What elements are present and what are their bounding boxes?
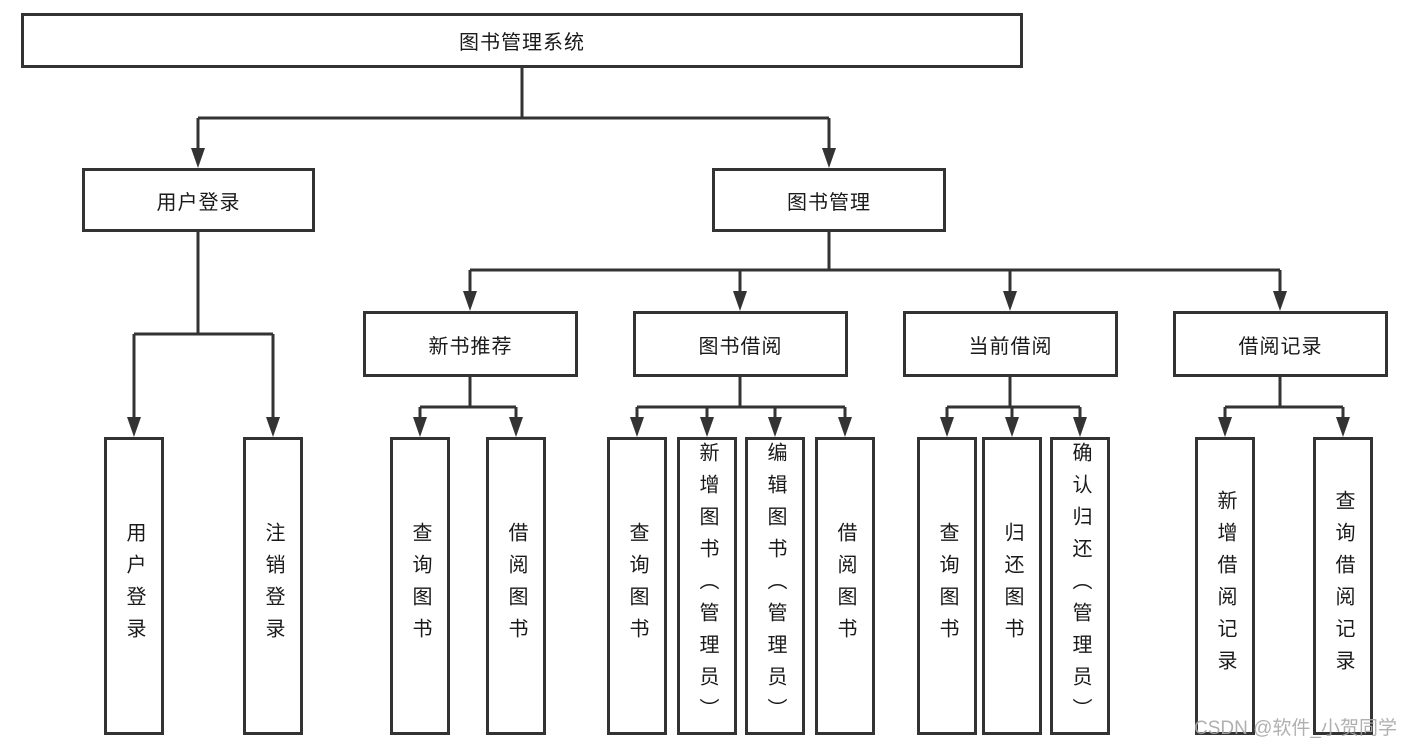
leaf-query-borrow-record: 查询借阅记录 [1313, 437, 1373, 735]
node-root-label: 图书管理系统 [459, 32, 585, 54]
node-new-book-recommend: 新书推荐 [363, 311, 578, 377]
node-book-management-label: 图书管理 [787, 191, 871, 214]
connector-book-borrow-children [630, 377, 852, 437]
leaf-add-borrow-record: 新增借阅记录 [1195, 437, 1255, 735]
connector-new-book-recommend-children [413, 377, 523, 437]
leaf-add-book-admin: 新增图书（管理员） [677, 437, 737, 735]
leaf-logout: 注销登录 [243, 437, 303, 735]
watermark: CSDN @软件_小贺同学 [1194, 718, 1397, 739]
leaf-query-books-current: 查询图书 [917, 437, 977, 735]
node-book-borrow: 图书借阅 [633, 311, 848, 377]
node-root: 图书管理系统 [21, 13, 1023, 68]
leaf-confirm-return-admin: 确认归还（管理员） [1050, 437, 1110, 735]
leaf-edit-book-admin: 编辑图书（管理员） [745, 437, 805, 735]
leaf-borrow-books-recommend-label: 借阅图书 [505, 522, 527, 650]
node-book-management: 图书管理 [712, 168, 946, 232]
leaf-user-login: 用户登录 [104, 437, 164, 735]
node-new-book-recommend-label: 新书推荐 [428, 335, 513, 358]
node-book-borrow-label: 图书借阅 [698, 335, 783, 358]
node-current-borrow-label: 当前借阅 [968, 335, 1053, 358]
leaf-logout-label: 注销登录 [262, 522, 284, 650]
connector-user-login-children [127, 232, 280, 437]
node-borrow-records: 借阅记录 [1173, 311, 1388, 377]
leaf-add-borrow-record-label: 新增借阅记录 [1214, 490, 1236, 682]
node-current-borrow: 当前借阅 [903, 311, 1118, 377]
leaf-user-login-label: 用户登录 [123, 522, 145, 650]
node-user-login: 用户登录 [82, 168, 315, 232]
node-borrow-records-label: 借阅记录 [1238, 335, 1323, 358]
leaf-query-books-borrow-label: 查询图书 [626, 522, 648, 650]
leaf-borrow-books-recommend: 借阅图书 [486, 437, 546, 735]
leaf-return-book: 归还图书 [982, 437, 1042, 735]
leaf-query-borrow-record-label: 查询借阅记录 [1332, 490, 1354, 682]
node-user-login-label: 用户登录 [156, 191, 241, 214]
leaf-query-books-current-label: 查询图书 [936, 522, 958, 650]
leaf-confirm-return-admin-label: 确认归还（管理员） [1069, 442, 1091, 730]
leaf-query-books-recommend-label: 查询图书 [409, 522, 431, 650]
leaf-add-book-admin-label: 新增图书（管理员） [696, 442, 718, 730]
connector-book-management-to-level3 [463, 232, 1287, 311]
connector-borrow-records-children [1218, 377, 1350, 437]
leaf-query-books-borrow: 查询图书 [607, 437, 667, 735]
leaf-query-books-recommend: 查询图书 [390, 437, 450, 735]
leaf-borrow-books-label: 借阅图书 [834, 522, 856, 650]
connector-root-to-level2 [191, 68, 836, 168]
connector-current-borrow-children [940, 377, 1087, 437]
leaf-edit-book-admin-label: 编辑图书（管理员） [764, 442, 786, 730]
leaf-borrow-books: 借阅图书 [815, 437, 875, 735]
leaf-return-book-label: 归还图书 [1001, 522, 1023, 650]
